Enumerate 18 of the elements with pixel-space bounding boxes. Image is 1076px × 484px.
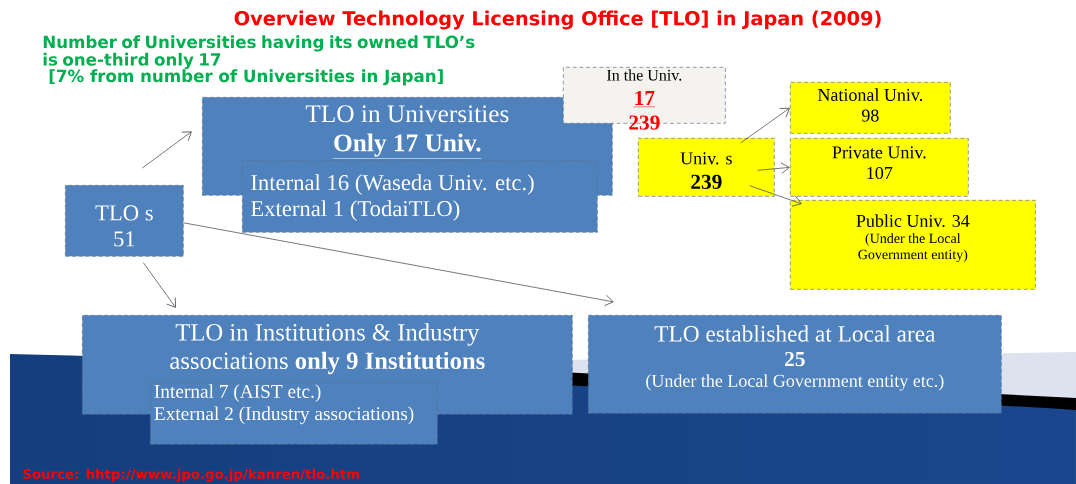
arrow	[749, 185, 802, 207]
source-text: Source: hhtp://www.jpo.go.jp/kanren/tlo.htm	[23, 468, 360, 482]
note-text: [7% from number of Universities in Japan]	[49, 69, 443, 86]
category-box: National Univ. 98	[790, 82, 951, 134]
category-box: Public Univ. 34 (Under the Local Government entity)	[790, 200, 1036, 290]
process-box: Internal 7 (AIST etc.) External 2 (Industry associations)	[150, 382, 438, 445]
process-box: TLO s 51	[65, 185, 184, 257]
category-box: Private Univ. 107	[790, 138, 969, 197]
arrow	[757, 162, 790, 174]
title: Overview Technology Licensing Office [TLO] in Japan (2009)	[234, 10, 881, 30]
arrow	[141, 131, 192, 169]
arrow	[142, 262, 176, 308]
process-box: TLO established at Local area 25 (Under the Local Government entity etc.)	[588, 315, 1002, 414]
category-box: Univ. s 239	[638, 138, 775, 197]
process-box: Internal 16 (Waseda Univ. etc.) External 1 (TodaiTLO)	[242, 160, 598, 233]
arrow	[740, 107, 790, 144]
note-text: Number of Universities having its owned TLO’s is one-third only 17	[43, 35, 475, 70]
arrow	[183, 222, 614, 307]
